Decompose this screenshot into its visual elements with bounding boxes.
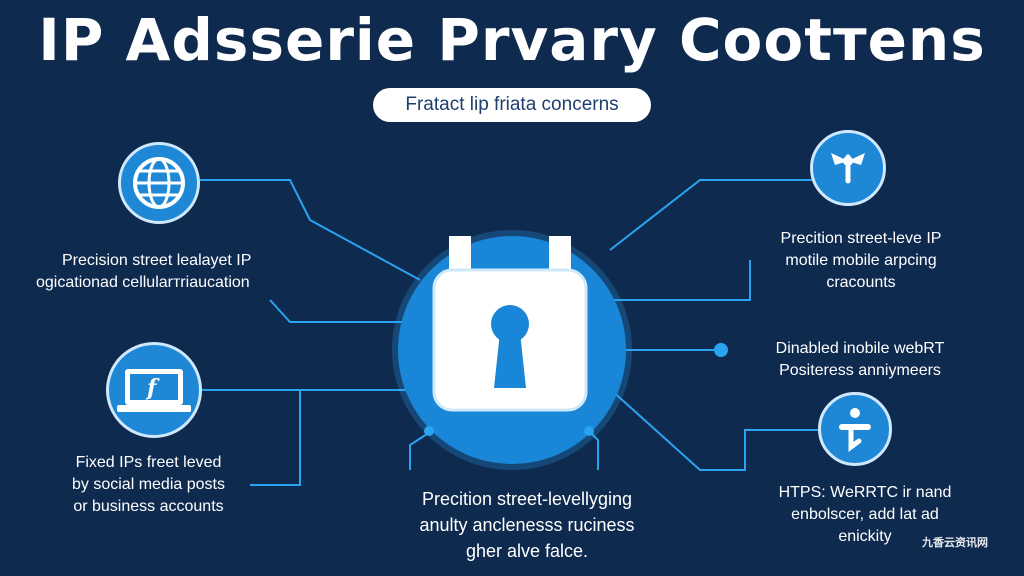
left-bottom-line3: or business accounts	[73, 498, 224, 515]
center-line1: Precition street-levellyging	[421, 489, 633, 509]
center-text: Precition street-levellyging anulty ancl…	[392, 486, 662, 564]
right-middle-text: Dinabled inobile webRT Positeress anniym…	[764, 338, 956, 382]
right-top-text: Precition street-leve IP motile mobile a…	[766, 228, 956, 294]
left-top-text: Precision street lealayet IP ogicationad…	[36, 250, 251, 294]
center-line2: anulty anclenesss rucіness	[419, 515, 635, 535]
watermark: 九香云资讯网	[922, 537, 988, 549]
connector-left-top-lower	[269, 299, 420, 323]
globe-icon	[118, 142, 200, 224]
right-bottom-text: HTPS: WeRRTC ir nand enbolscer, add lat …	[770, 482, 960, 548]
right-top-line3: cracounts	[826, 274, 896, 291]
connector-dot-bottom-left	[424, 426, 434, 436]
right-top-line1: Precition street-leve IP	[780, 230, 942, 247]
right-middle-line2: Positeress anniymeers	[779, 362, 941, 379]
connector-bottom-left	[409, 431, 431, 470]
svg-text:f: f	[145, 375, 160, 401]
connector-right-top-lower	[600, 260, 751, 301]
laptop-icon: f	[106, 342, 202, 438]
connector-right-top	[609, 179, 815, 251]
subtitle-pill: Fratact lip friata concerns	[373, 88, 651, 122]
page-title: IP Adsserie Prvary Cootтens	[38, 6, 986, 74]
left-bottom-text: Fixed IPs freet leved by social media po…	[72, 452, 225, 518]
right-top-line2: motile mobile arpcing	[785, 252, 937, 269]
connector-dot-right	[714, 343, 728, 357]
left-bottom-line1: Fixed IPs freet leved	[75, 454, 222, 471]
connector-right-bottom	[599, 379, 830, 471]
connector-dot-bottom-right	[584, 426, 594, 436]
connector-left-top	[200, 179, 421, 281]
padlock-icon	[398, 236, 626, 464]
left-bottom-line2: by social media posts	[72, 476, 225, 493]
connector-bottom-right	[589, 431, 599, 470]
left-top-line2: ogicationad cellularтriaucation	[36, 274, 250, 291]
connector-left-bottom	[250, 390, 301, 486]
network-icon	[810, 130, 886, 206]
right-bottom-line1: HTPS: WeRRTC ir nand	[778, 484, 952, 501]
right-bottom-line2: enbolscer, add lat ad	[791, 506, 939, 523]
center-line3: gher alve falce.	[465, 541, 589, 561]
right-middle-line1: Dinabled inobile webRT	[775, 340, 945, 357]
right-bottom-line3: enickity	[838, 528, 892, 545]
left-top-line1: Precision street lealayet IP	[62, 252, 252, 269]
divide-icon	[818, 392, 892, 466]
